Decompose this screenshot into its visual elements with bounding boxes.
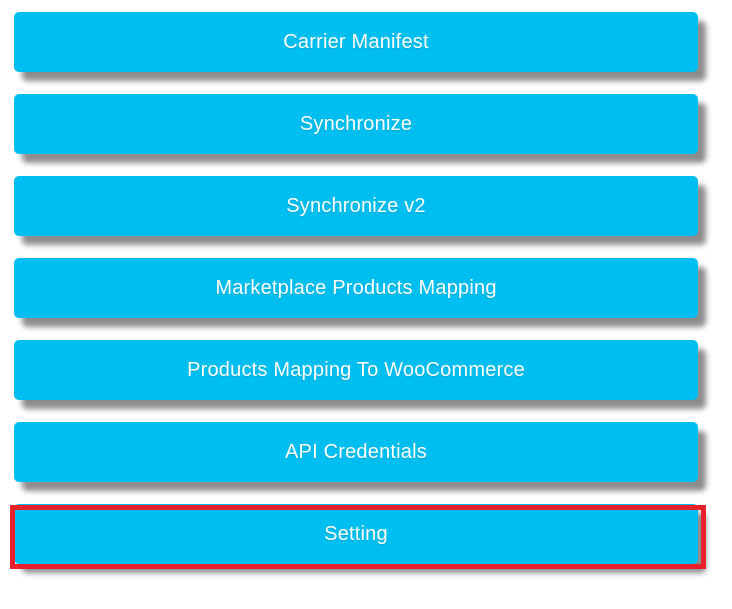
menu-button-carrier-manifest[interactable]: Carrier Manifest — [14, 12, 698, 72]
menu-button-synchronize[interactable]: Synchronize — [14, 94, 698, 154]
setting-highlight-wrap: Setting — [10, 504, 706, 569]
menu-button-setting[interactable]: Setting — [14, 504, 698, 564]
menu-button-synchronize-v2[interactable]: Synchronize v2 — [14, 176, 698, 236]
menu-button-marketplace-products-mapping[interactable]: Marketplace Products Mapping — [14, 258, 698, 318]
menu-button-products-mapping-to-woocommerce[interactable]: Products Mapping To WooCommerce — [14, 340, 698, 400]
menu-button-api-credentials[interactable]: API Credentials — [14, 422, 698, 482]
